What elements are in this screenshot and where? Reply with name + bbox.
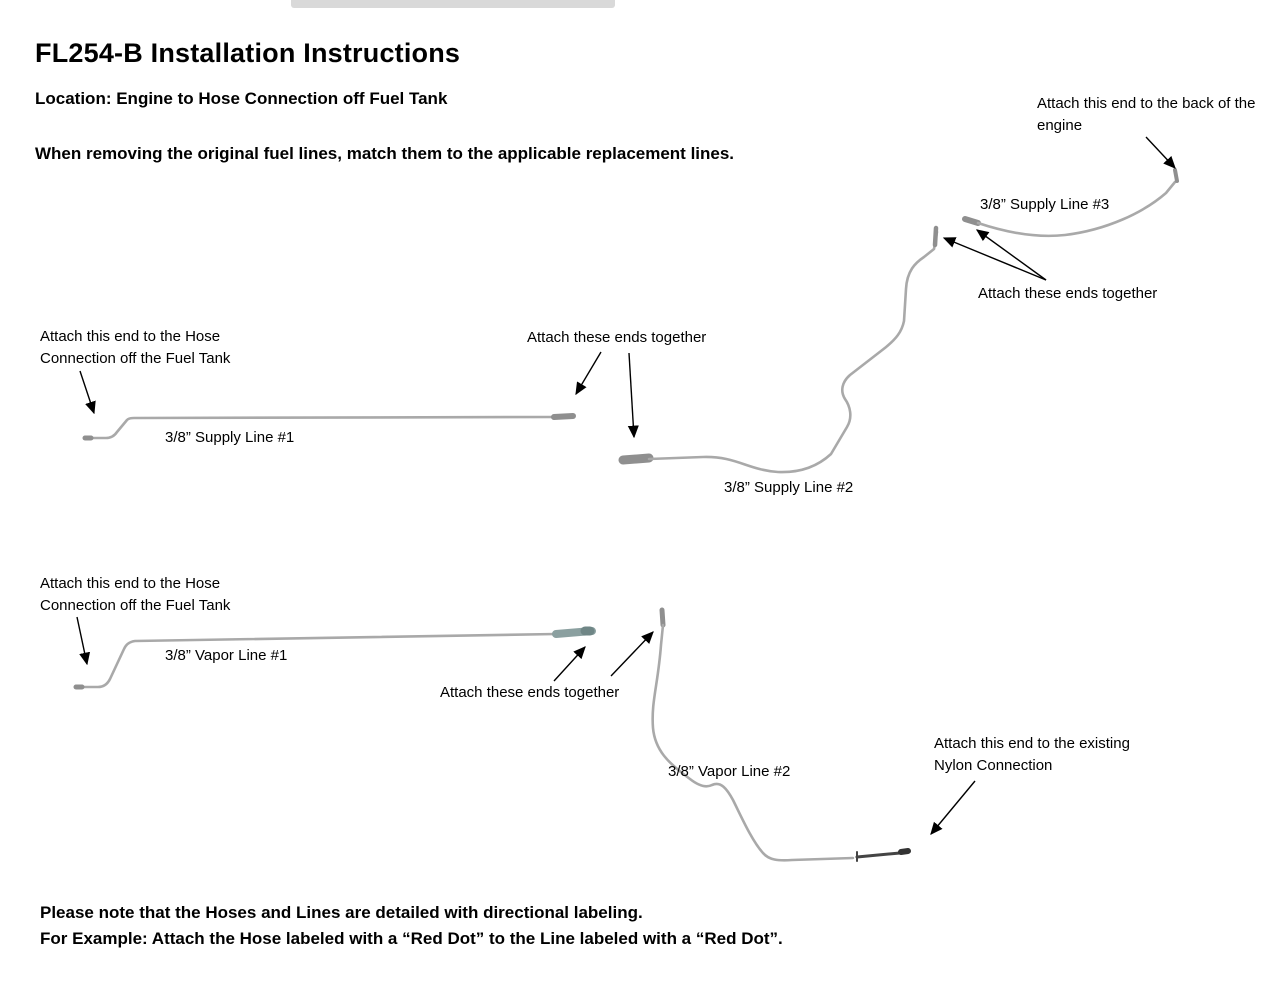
annotation-ends-together-vapor: Attach these ends together bbox=[440, 684, 620, 701]
annotation-hose-connection-vapor: Attach this end to the Hose Connection o… bbox=[40, 575, 231, 614]
annotation-ends-together-supply: Attach these ends together bbox=[527, 329, 707, 346]
footer-note-2: For Example: Attach the Hose labeled wit… bbox=[40, 929, 783, 949]
vapor-line-2 bbox=[651, 607, 911, 862]
arrow-ends-together-supply-b bbox=[627, 352, 639, 439]
vapor-line-2-label: 3/8” Vapor Line #2 bbox=[668, 763, 791, 780]
supply-line-3-right-tip bbox=[1173, 168, 1179, 183]
footer-notes: Please note that the Hoses and Lines are… bbox=[40, 900, 783, 953]
cropped-top-artifact bbox=[291, 0, 615, 8]
supply-line-2-top-fitting bbox=[932, 225, 939, 248]
supply-line-3 bbox=[962, 168, 1179, 238]
annotation-nylon-connection: Attach this end to the existing Nylon Co… bbox=[934, 735, 1130, 774]
arrow-ends-together-vapor-b bbox=[610, 631, 654, 677]
instruction-line: When removing the original fuel lines, m… bbox=[35, 144, 735, 163]
supply-line-1-label: 3/8” Supply Line #1 bbox=[165, 429, 295, 446]
arrow-nylon-connection bbox=[930, 780, 976, 835]
location-line: Location: Engine to Hose Connection off … bbox=[35, 89, 448, 108]
arrow-ends-together-supply3-b bbox=[975, 229, 1047, 281]
arrow-hose-connection-vapor bbox=[76, 616, 91, 666]
annotation-hose-connection-supply: Attach this end to the Hose Connection o… bbox=[40, 328, 231, 367]
page-title: FL254-B Installation Instructions bbox=[35, 38, 461, 68]
vapor-line-1-label: 3/8” Vapor Line #1 bbox=[165, 647, 288, 664]
supply-line-3-label: 3/8” Supply Line #3 bbox=[980, 196, 1110, 213]
arrow-back-of-engine bbox=[1145, 136, 1176, 169]
arrow-ends-together-supply3-a bbox=[942, 237, 1047, 281]
vapor-line-2-top-fitting bbox=[659, 607, 666, 628]
arrow-ends-together-vapor-a bbox=[553, 646, 586, 682]
supply-line-2-left-fitting bbox=[618, 453, 654, 465]
annotation-ends-together-supply3: Attach these ends together bbox=[978, 285, 1158, 302]
footer-note-1: Please note that the Hoses and Lines are… bbox=[40, 903, 643, 922]
annotation-arrows bbox=[76, 136, 1176, 835]
arrow-ends-together-supply-a bbox=[575, 351, 602, 396]
vapor-line-2-end-fitting bbox=[898, 848, 911, 855]
supply-line-2 bbox=[618, 225, 939, 474]
supply-line-1-right-fitting bbox=[551, 413, 576, 420]
supply-line-1 bbox=[82, 413, 576, 441]
annotation-back-of-engine: Attach this end to the back of the engin… bbox=[1037, 95, 1256, 134]
vapor-line-1 bbox=[73, 626, 596, 690]
supply-line-2-label: 3/8” Supply Line #2 bbox=[724, 479, 854, 496]
arrow-hose-connection-supply bbox=[79, 370, 96, 415]
supply-line-3-left-fitting bbox=[962, 216, 981, 226]
vapor-line-2-connector bbox=[855, 851, 902, 859]
